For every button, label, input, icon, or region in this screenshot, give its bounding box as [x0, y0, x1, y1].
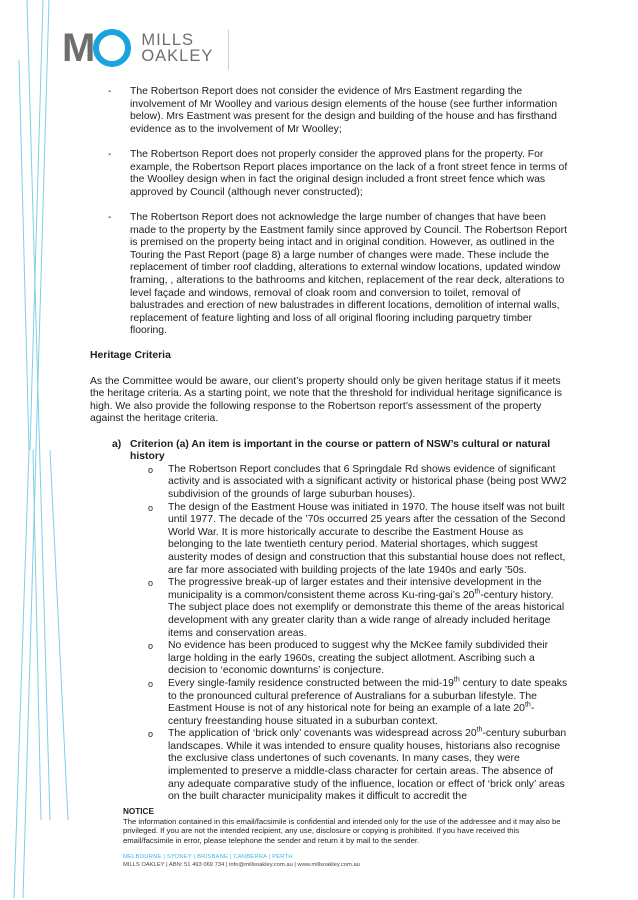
notice-title: NOTICE — [123, 807, 154, 816]
circle-bullet-icon: o — [148, 729, 154, 740]
logo-monogram: M — [62, 26, 132, 70]
letter-body: - The Robertson Report does not consider… — [90, 86, 568, 804]
circle-bullet-icon: o — [148, 464, 154, 475]
ordinal-superscript: th — [453, 676, 460, 684]
circle-bullet-icon: o — [148, 678, 154, 689]
objection-item: - The Robertson Report does not properly… — [90, 149, 568, 199]
criterion-point: o No evidence has been produced to sugges… — [90, 640, 568, 678]
section-heading: Heritage Criteria — [90, 350, 171, 362]
criterion-point: o The Robertson Report concludes that 6 S… — [90, 464, 568, 502]
criterion-point-text: The application of ‘brick only’ covenant… — [168, 726, 567, 803]
objection-item: - The Robertson Report does not consider… — [90, 86, 568, 136]
confidentiality-notice: NOTICE The information contained in this… — [123, 807, 563, 845]
ordinal-superscript: th — [474, 588, 481, 596]
logo-word-mills: MILLS — [141, 31, 195, 49]
criterion-point-text: The Robertson Report concludes that 6 Sp… — [168, 463, 567, 500]
dash-bullet: - — [108, 86, 112, 97]
logo-divider — [228, 30, 229, 70]
notice-text: The information contained in this email/… — [123, 816, 561, 845]
circle-bullet-icon: o — [148, 641, 154, 652]
logo-monogram-m: M — [62, 26, 95, 70]
objection-item: - The Robertson Report does not acknowle… — [90, 212, 568, 338]
footer-contact-line: MILLS OAKLEY | ABN: 51 493 069 734 | inf… — [123, 862, 360, 868]
objection-text: The Robertson Report does not properly c… — [130, 148, 568, 198]
mills-oakley-logo: M MILLS OAKLEY — [62, 28, 213, 68]
criterion-point-text: The design of the Eastment House was ini… — [168, 501, 566, 576]
objection-text: The Robertson Report does not acknowledg… — [130, 211, 568, 337]
decorative-margin-lines — [13, 0, 69, 899]
criterion-points: o The Robertson Report concludes that 6 S… — [90, 464, 568, 804]
footer-office-cities: MELBOURNE | SYDNEY | BRISBANE | CANBERRA… — [123, 854, 293, 860]
ordinal-superscript: th — [476, 726, 483, 734]
intro-paragraph: As the Committee would be aware, our cli… — [90, 375, 562, 425]
objection-list: - The Robertson Report does not consider… — [90, 86, 568, 338]
criterion-title: Criterion (a) An item is important in th… — [130, 438, 551, 463]
criterion-point: o Every single-family residence construct… — [90, 676, 568, 728]
criterion-point: o The progressive break-up of larger esta… — [90, 577, 568, 640]
dash-bullet: - — [108, 148, 112, 160]
criterion-point-text: No evidence has been produced to suggest… — [168, 640, 549, 677]
criterion-point: o The application of ‘brick only’ covenan… — [90, 726, 568, 804]
circle-bullet-icon: o — [148, 502, 154, 513]
logo-monogram-o-circle-icon — [93, 29, 132, 67]
criterion-point: o The design of the Eastment House was in… — [90, 502, 568, 578]
dash-bullet: - — [108, 211, 112, 223]
objection-text: The Robertson Report does not consider t… — [130, 86, 558, 135]
logo-wordmark: MILLS OAKLEY — [141, 31, 214, 65]
criterion-point-text: The progressive break-up of larger estat… — [168, 577, 565, 639]
criterion-point-text: Every single-family residence constructe… — [168, 676, 568, 727]
page-footer: MELBOURNE | SYDNEY | BRISBANE | CANBERRA… — [123, 853, 360, 869]
circle-bullet-icon: o — [148, 578, 154, 589]
criterion-label: a) — [112, 438, 122, 450]
criterion-heading: a) Criterion (a) An item is important in… — [90, 439, 568, 464]
ordinal-superscript: th — [524, 701, 531, 709]
logo-word-oakley: OAKLEY — [141, 47, 214, 65]
